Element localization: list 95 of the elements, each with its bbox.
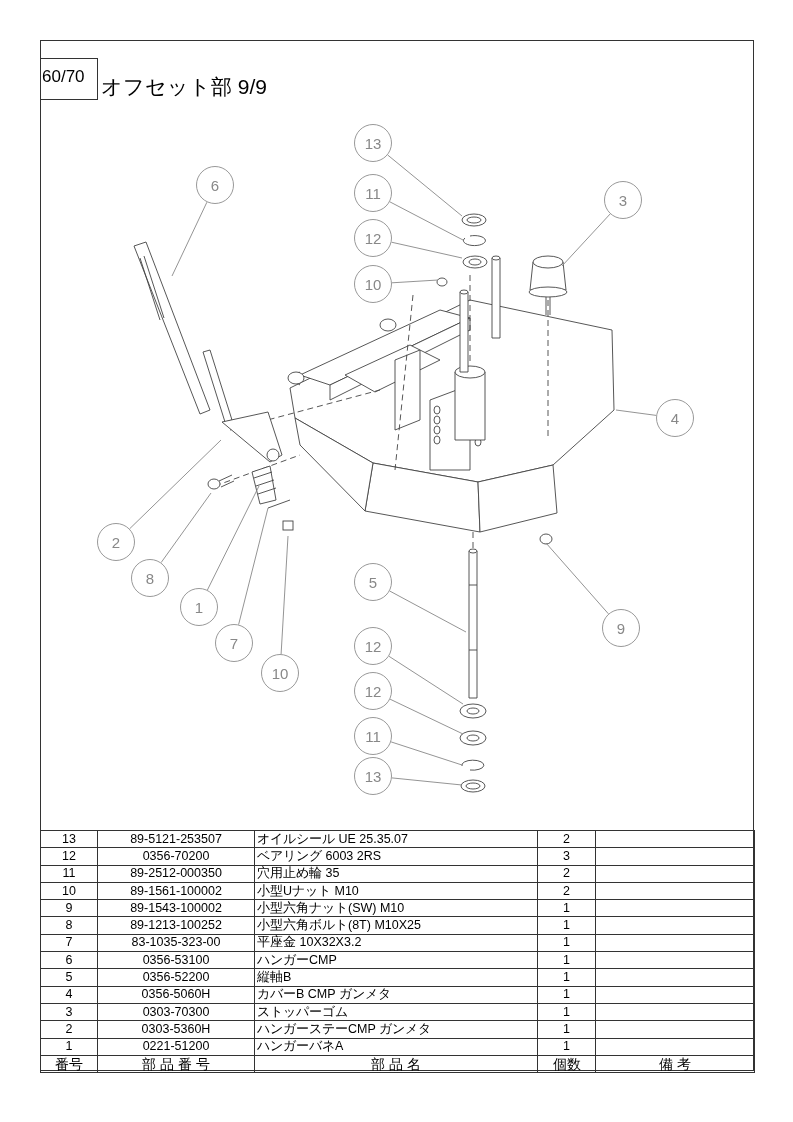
callout-number: 11 bbox=[354, 717, 392, 755]
part-number: 0221-51200 bbox=[97, 1038, 255, 1056]
part-number: 0356-70200 bbox=[97, 847, 255, 866]
callout-number: 5 bbox=[354, 563, 392, 601]
quantity: 1 bbox=[537, 968, 596, 987]
part-name: 穴用止め輪 35 bbox=[254, 865, 538, 883]
quantity: 1 bbox=[537, 951, 596, 969]
callout-number: 13 bbox=[354, 757, 392, 795]
part-name: オイルシール UE 25.35.07 bbox=[254, 830, 538, 848]
callout-number: 4 bbox=[656, 399, 694, 437]
leader-line bbox=[545, 542, 609, 615]
item-number: 11 bbox=[40, 865, 98, 883]
part-name: 小型Uナット M10 bbox=[254, 882, 538, 900]
quantity: 2 bbox=[537, 830, 596, 848]
callout-number: 12 bbox=[354, 672, 392, 710]
callout-number: 10 bbox=[354, 265, 392, 303]
leader-line bbox=[388, 655, 464, 705]
part-number: 89-5121-253507 bbox=[97, 830, 255, 848]
item-number: 3 bbox=[40, 1003, 98, 1021]
callout-number: 1 bbox=[180, 588, 218, 626]
part-number: 89-1561-100002 bbox=[97, 882, 255, 900]
page-number: 60/70 bbox=[40, 58, 98, 100]
callout-number: 10 bbox=[261, 654, 299, 692]
callout-number: 12 bbox=[354, 219, 392, 257]
leader-line bbox=[171, 201, 208, 277]
leader-line bbox=[387, 154, 463, 217]
leader-line bbox=[390, 741, 463, 766]
callout-number: 7 bbox=[215, 624, 253, 662]
part-name: 縦軸B bbox=[254, 968, 538, 987]
leader-line bbox=[391, 241, 463, 259]
item-number: 6 bbox=[40, 951, 98, 969]
callout-number: 6 bbox=[196, 166, 234, 204]
leader-line bbox=[391, 777, 463, 786]
quantity: 1 bbox=[537, 986, 596, 1004]
callout-number: 9 bbox=[602, 609, 640, 647]
leader-line bbox=[561, 213, 611, 267]
item-number: 13 bbox=[40, 830, 98, 848]
callout-number: 12 bbox=[354, 627, 392, 665]
quantity: 1 bbox=[537, 917, 596, 935]
part-name: 小型六角ボルト(8T) M10X25 bbox=[254, 917, 538, 935]
callout-number: 13 bbox=[354, 124, 392, 162]
item-number: 4 bbox=[40, 986, 98, 1004]
callout-number: 3 bbox=[604, 181, 642, 219]
leader-line bbox=[389, 698, 464, 735]
part-number: 0303-70300 bbox=[97, 1003, 255, 1021]
leader-line bbox=[129, 439, 222, 530]
quantity: 1 bbox=[537, 1020, 596, 1039]
column-header: 備 考 bbox=[595, 1055, 755, 1073]
column-header: 部 品 名 bbox=[254, 1055, 538, 1073]
leader-line bbox=[160, 492, 212, 564]
part-number: 0356-5060H bbox=[97, 986, 255, 1004]
leader-line bbox=[389, 201, 464, 241]
column-header: 番号 bbox=[40, 1055, 98, 1073]
item-number: 9 bbox=[40, 899, 98, 917]
leader-line bbox=[206, 485, 260, 591]
part-number: 83-1035-323-00 bbox=[97, 934, 255, 952]
quantity: 2 bbox=[537, 865, 596, 883]
part-number: 89-2512-000350 bbox=[97, 865, 255, 883]
item-number: 5 bbox=[40, 968, 98, 987]
leader-line bbox=[238, 507, 269, 626]
part-name: 小型六角ナット(SW) M10 bbox=[254, 899, 538, 917]
callout-number: 2 bbox=[97, 523, 135, 561]
item-number: 7 bbox=[40, 934, 98, 952]
part-name: 平座金 10X32X3.2 bbox=[254, 934, 538, 952]
callout-number: 8 bbox=[131, 559, 169, 597]
part-name: ベアリング 6003 2RS bbox=[254, 847, 538, 866]
part-number: 0303-5360H bbox=[97, 1020, 255, 1039]
part-number: 0356-53100 bbox=[97, 951, 255, 969]
leader-line bbox=[389, 590, 467, 633]
column-header: 個数 bbox=[537, 1055, 596, 1073]
part-number: 0356-52200 bbox=[97, 968, 255, 987]
part-number: 89-1213-100252 bbox=[97, 917, 255, 935]
item-number: 12 bbox=[40, 847, 98, 866]
quantity: 1 bbox=[537, 1038, 596, 1056]
part-name: ハンガーCMP bbox=[254, 951, 538, 969]
item-number: 1 bbox=[40, 1038, 98, 1056]
quantity: 1 bbox=[537, 1003, 596, 1021]
item-number: 8 bbox=[40, 917, 98, 935]
leader-line bbox=[280, 535, 289, 655]
column-header: 部 品 番 号 bbox=[97, 1055, 255, 1073]
item-number: 10 bbox=[40, 882, 98, 900]
leader-line bbox=[615, 409, 657, 416]
quantity: 1 bbox=[537, 899, 596, 917]
quantity: 1 bbox=[537, 934, 596, 952]
callout-number: 11 bbox=[354, 174, 392, 212]
title: オフセット部 9/9 bbox=[101, 74, 268, 100]
part-name: ストッパーゴム bbox=[254, 1003, 538, 1021]
item-number: 2 bbox=[40, 1020, 98, 1039]
part-name: カバーB CMP ガンメタ bbox=[254, 986, 538, 1004]
leader-line bbox=[391, 279, 439, 284]
part-name: ハンガーバネA bbox=[254, 1038, 538, 1056]
part-number: 89-1543-100002 bbox=[97, 899, 255, 917]
quantity: 3 bbox=[537, 847, 596, 866]
quantity: 2 bbox=[537, 882, 596, 900]
part-name: ハンガーステーCMP ガンメタ bbox=[254, 1020, 538, 1039]
